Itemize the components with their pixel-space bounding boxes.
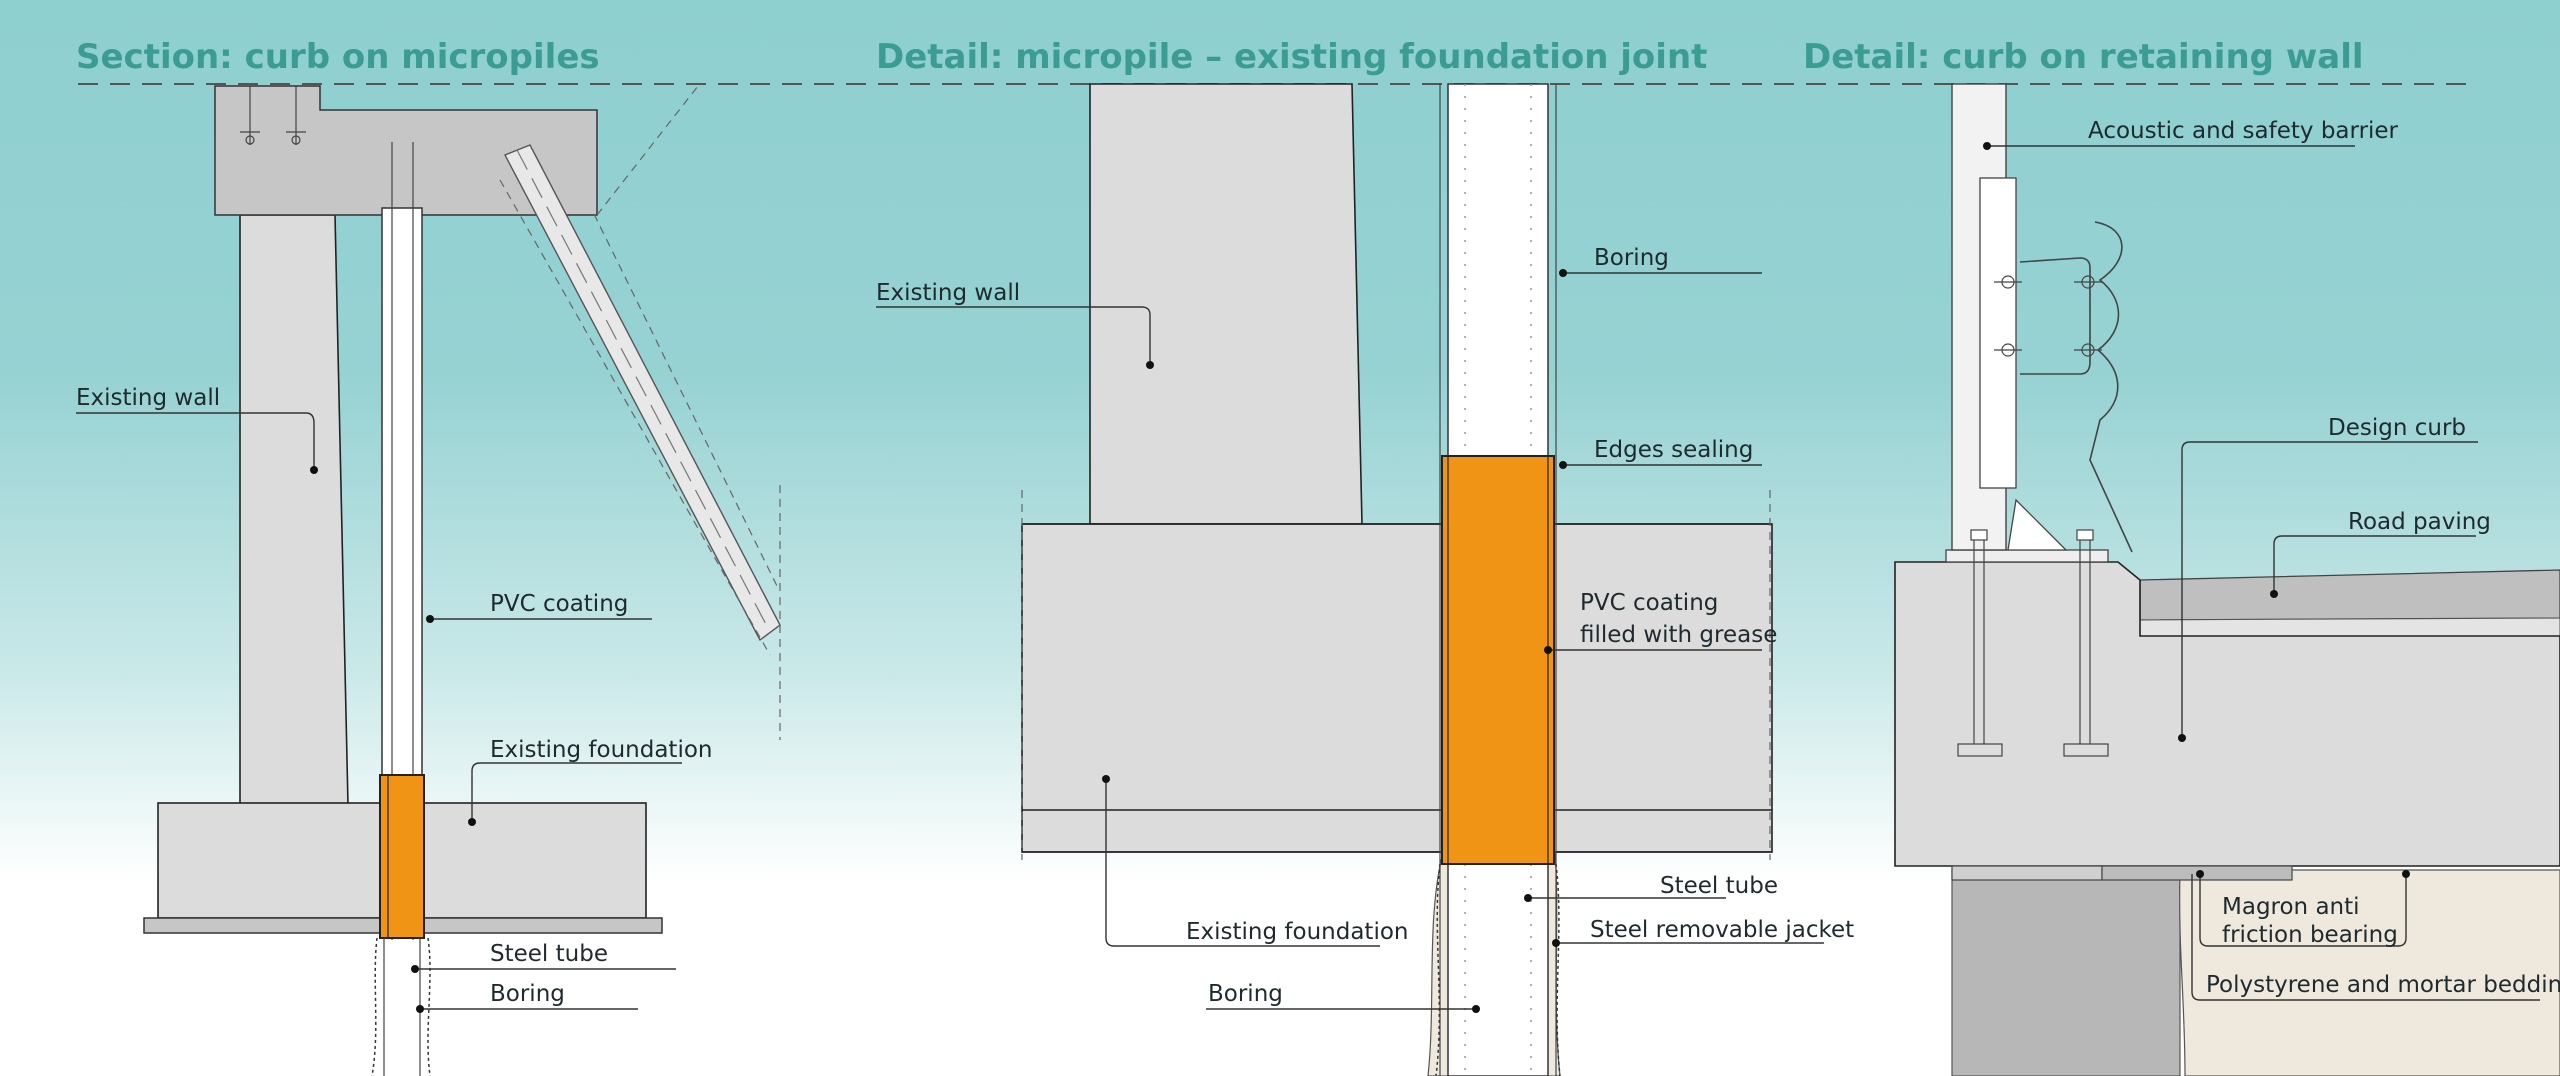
- leader-dot-steel-tube-1: [411, 965, 419, 973]
- barrier-anchor-rods: [1957, 529, 2109, 757]
- joint-removable-jacket: [1435, 863, 1561, 1076]
- label-existing-wall-1: Existing wall: [76, 385, 220, 411]
- joint-existing-foundation-shape: [1021, 523, 1773, 853]
- leader-dot-road-paving: [2270, 590, 2278, 598]
- leader-existing-foundation-2: [1105, 779, 1380, 947]
- barrier-base-plate: [1945, 549, 2109, 563]
- label-pvc-coating-2-line2: filled with grease: [1580, 622, 1777, 648]
- inclined-micropile-axis: [516, 149, 771, 633]
- leader-polystyrene: [2191, 874, 2540, 1001]
- label-pvc-coating-1: PVC coating: [490, 591, 628, 617]
- label-design-curb: Design curb: [2328, 415, 2466, 441]
- barrier-brace: [2007, 498, 2068, 551]
- leader-road-paving: [2273, 535, 2476, 594]
- panel-section-curb-on-micropiles: Section: curb on micropiles: [76, 37, 781, 1076]
- label-polystyrene: Polystyrene and mortar bedding: [2206, 972, 2560, 998]
- leader-dot-existing-wall-1: [310, 466, 318, 474]
- leader-existing-wall-1: [76, 412, 315, 470]
- leader-dot-existing-foundation-1: [468, 818, 476, 826]
- label-boring-top: Boring: [1594, 245, 1669, 271]
- leader-dot-steel-tube-2: [1524, 894, 1532, 902]
- leader-dot-existing-wall-2: [1146, 361, 1154, 369]
- label-magron-line1: Magron anti: [2222, 894, 2360, 920]
- label-edges-sealing: Edges sealing: [1594, 437, 1753, 463]
- leader-existing-foundation-1: [471, 762, 682, 822]
- barrier-guardrail-w-beam: [2089, 221, 2133, 553]
- barrier-post-flange: [1979, 177, 2017, 489]
- anchor-bolts: [240, 86, 306, 145]
- leader-dot-boring-1: [416, 1005, 424, 1013]
- label-existing-wall-2: Existing wall: [876, 280, 1020, 306]
- panel-2-title: Detail: micropile – existing foundation …: [876, 37, 1707, 77]
- panel-3-title: Detail: curb on retaining wall: [1803, 37, 2364, 77]
- panel-detail-joint: Detail: micropile – existing foundation …: [876, 37, 1854, 1076]
- label-steel-tube-1: Steel tube: [490, 941, 608, 967]
- leader-dot-edges-sealing: [1559, 461, 1567, 469]
- pvc-coating-sleeve: [379, 774, 425, 939]
- label-existing-foundation-1: Existing foundation: [490, 737, 713, 763]
- barrier-bolts: [1994, 275, 2102, 357]
- label-boring-bottom: Boring: [1208, 981, 1283, 1007]
- panel-1-title: Section: curb on micropiles: [76, 37, 600, 77]
- leader-dot-steel-removable-jacket: [1552, 939, 1560, 947]
- joint-existing-wall-shape: [1089, 83, 1363, 525]
- boring-below-foundation: [371, 937, 431, 1076]
- label-pvc-coating-2-line1: PVC coating: [1580, 590, 1718, 616]
- label-road-paving: Road paving: [2348, 509, 2491, 535]
- leader-magron-bearing: [2199, 874, 2407, 947]
- leader-dot-magron-left: [2196, 870, 2204, 878]
- leader-dot-pvc-coating-1: [426, 615, 434, 623]
- label-steel-tube-2: Steel tube: [1660, 873, 1778, 899]
- label-boring-1: Boring: [490, 981, 565, 1007]
- retaining-wall-below: [1951, 869, 2181, 1076]
- bearing-strip-left: [1951, 865, 2103, 881]
- leader-dot-pvc-coating-2: [1544, 646, 1552, 654]
- leader-dot-acoustic-barrier: [1983, 142, 1991, 150]
- panel-detail-curb-on-retaining-wall: Detail: curb on retaining wall: [1803, 37, 2560, 1076]
- barrier-rail-bracket: [2019, 257, 2091, 375]
- label-steel-removable-jacket: Steel removable jacket: [1590, 917, 1854, 943]
- leader-dot-existing-foundation-2: [1102, 775, 1110, 783]
- leader-design-curb: [2181, 441, 2478, 738]
- joint-pvc-coating: [1441, 455, 1555, 865]
- label-magron-line2: friction bearing: [2222, 922, 2398, 948]
- label-existing-foundation-2: Existing foundation: [1186, 919, 1409, 945]
- leader-dot-boring-bottom: [1472, 1005, 1480, 1013]
- leader-dot-boring-top: [1559, 269, 1567, 277]
- leader-dot-magron-right: [2402, 870, 2410, 878]
- leader-dot-design-curb: [2178, 734, 2186, 742]
- label-acoustic-barrier: Acoustic and safety barrier: [2088, 118, 2399, 144]
- existing-wall-shape: [239, 214, 349, 806]
- leader-existing-wall-2: [876, 306, 1151, 365]
- inclined-boring-line-2: [499, 179, 771, 656]
